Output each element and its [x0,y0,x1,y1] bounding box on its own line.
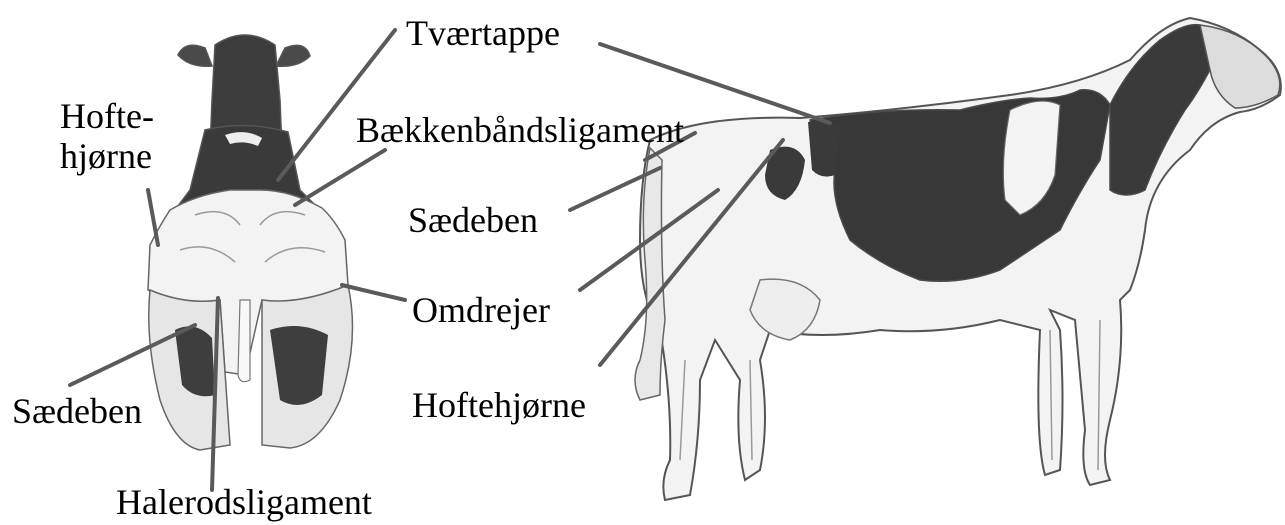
label-saedeben-side: Sædeben [408,200,538,240]
label-hofte-hjorne-line2: hjørne [60,136,154,176]
label-omdrejer: Omdrejer [412,290,550,330]
label-hoftehjorne-side: Hoftehjørne [412,385,586,425]
label-tvaertappe: Tværtappe [406,13,560,53]
label-hofte-hjorne-line1: Hofte- [60,96,154,136]
rear-cow-left-ear [178,45,212,66]
cow-rear-view-illustration [148,35,353,450]
side-cow-hip-patch [808,121,840,177]
side-cow-tail [635,148,665,400]
label-saedeben-rear: Sædeben [12,391,142,431]
rear-cow-right-ear [276,45,310,66]
rear-cow-tail [238,300,250,382]
leader-hofte-hjorne-rear [148,190,158,245]
label-baekkenbandsligament: Bækkenbåndsligament [356,110,684,150]
leader-baekkenbandsligament-rear [295,150,385,205]
label-hofte-hjorne-rear: Hofte- hjørne [60,96,154,176]
label-halerodsligament: Halerodsligament [116,482,372,522]
leader-omdrejer-rear [342,285,405,300]
